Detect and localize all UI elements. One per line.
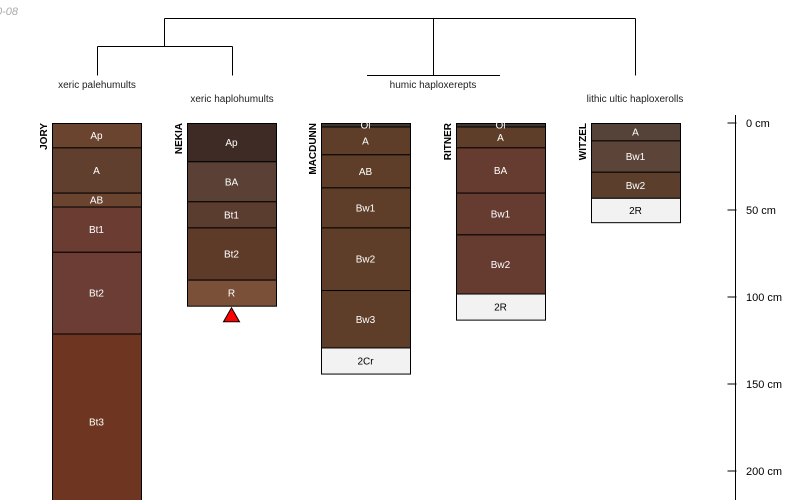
horizon-label: Oi (361, 121, 371, 132)
profile-id: MACDUNN (308, 123, 319, 175)
taxon-label: xeric palehumults (58, 80, 136, 91)
profile-id: NEKIA (174, 123, 185, 154)
horizon-label: Bw1 (626, 152, 646, 163)
horizon-label: AB (359, 167, 373, 178)
horizon-label: Bw1 (491, 209, 511, 220)
horizon-label: A (93, 166, 100, 177)
horizon (321, 290, 411, 349)
depth-axis-label: 200 cm (746, 466, 782, 478)
horizon (52, 333, 142, 500)
truncation-marker (222, 306, 241, 323)
horizon (321, 227, 411, 292)
depth-axis-label: 150 cm (746, 379, 782, 391)
horizon-label: Bw2 (626, 181, 646, 192)
horizon (591, 197, 681, 224)
horizon-label: AB (90, 196, 104, 207)
profile-id: JORY (39, 123, 50, 150)
horizon (456, 293, 546, 321)
horizon (52, 206, 142, 253)
horizon (456, 192, 546, 236)
horizon-label: Bw3 (356, 315, 376, 326)
horizon (187, 279, 277, 307)
horizon (456, 234, 546, 295)
horizon (321, 187, 411, 229)
horizon-label: R (228, 289, 235, 300)
profile-id: RITNER (443, 122, 454, 160)
horizon-label: BA (494, 166, 508, 177)
horizon-label: Bt2 (89, 289, 104, 300)
horizon (52, 147, 142, 194)
horizon (321, 347, 411, 375)
horizon-label: A (362, 136, 369, 147)
taxon-label: humic haploxerepts (389, 80, 477, 91)
horizon (187, 201, 277, 229)
horizon-label: Oi (496, 121, 506, 132)
horizon-label: Bt3 (89, 417, 104, 428)
taxon-label: lithic ultic haploxerolls (586, 94, 684, 105)
horizon-label: 2Cr (357, 357, 374, 368)
horizon-label: BA (225, 177, 239, 188)
horizon-label: Ap (90, 131, 103, 142)
horizon (187, 227, 277, 281)
horizon-label: 2R (629, 206, 642, 217)
dendrogram-left-branch (97, 46, 233, 76)
depth-axis-label: 50 cm (746, 205, 776, 217)
horizon-label: Bw2 (356, 255, 376, 266)
horizon-label: A (632, 128, 639, 139)
date-stamp: 0-08 (0, 6, 19, 18)
dendrogram-root-branch (164, 18, 636, 76)
horizon-label: Ap (225, 138, 238, 149)
horizon (187, 161, 277, 203)
horizon (591, 140, 681, 173)
horizon (187, 123, 277, 163)
horizon-label: A (497, 133, 504, 144)
horizon (456, 147, 546, 194)
horizon-label: Bt2 (224, 250, 239, 261)
taxon-label: xeric haplohumults (190, 94, 274, 105)
horizon (321, 154, 411, 189)
horizon-label: Bt1 (224, 210, 239, 221)
horizon (591, 171, 681, 199)
horizon-label: Bw2 (491, 260, 511, 271)
horizon (52, 251, 142, 335)
profile-id: WITZEL (578, 123, 589, 160)
horizon-label: 2R (494, 303, 507, 314)
depth-axis-label: 0 cm (746, 118, 770, 130)
depth-axis-label: 100 cm (746, 292, 782, 304)
horizon-label: Bt1 (89, 225, 104, 236)
horizon-label: Bw1 (356, 203, 376, 214)
